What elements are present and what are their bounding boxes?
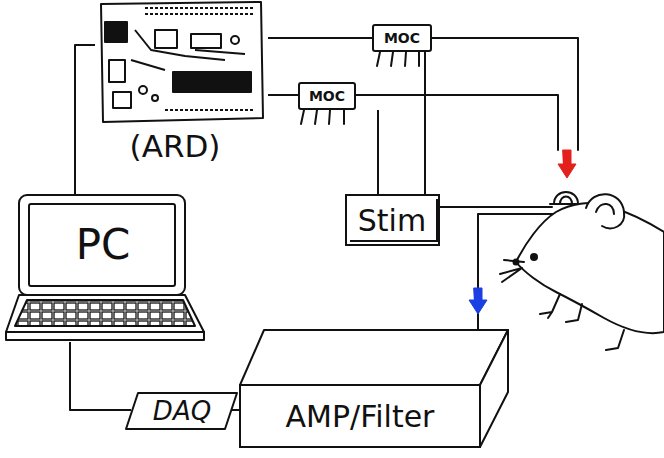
node-label: AMP/Filter [286, 399, 435, 434]
amplifier-box: AMP/Filter [240, 385, 480, 447]
node-label: (ARD) [130, 128, 221, 164]
laptop: PC [5, 194, 205, 342]
wire-connector [268, 37, 372, 39]
node-label: Stim [358, 203, 426, 238]
wire-connector [377, 110, 379, 194]
wire-connector [268, 94, 298, 96]
arduino-board: (ARD) [95, 0, 268, 166]
wire-connector [232, 409, 240, 411]
wire-connector [70, 342, 131, 410]
daq-parallelogram: DAQ [125, 392, 238, 430]
node-label: DAQ [153, 396, 211, 426]
electrode [550, 192, 582, 204]
node-label: MOC [309, 88, 345, 104]
node-label: PC [76, 220, 131, 269]
box-top-face [240, 330, 508, 385]
node-label: MOC [384, 30, 420, 46]
wire-connector [75, 45, 95, 194]
optocoupler-chip: MOC [372, 24, 432, 52]
optocoupler-chip: MOC [298, 82, 356, 110]
red-arrow [558, 150, 576, 178]
wire [440, 206, 552, 208]
mouse-illustration [500, 194, 664, 350]
chip-pins [301, 52, 419, 124]
blue-arrow [469, 288, 487, 314]
wire [356, 95, 558, 150]
stimulator-box: Stim [345, 194, 440, 246]
box-side-face [480, 330, 508, 447]
wire-connector [424, 52, 426, 194]
